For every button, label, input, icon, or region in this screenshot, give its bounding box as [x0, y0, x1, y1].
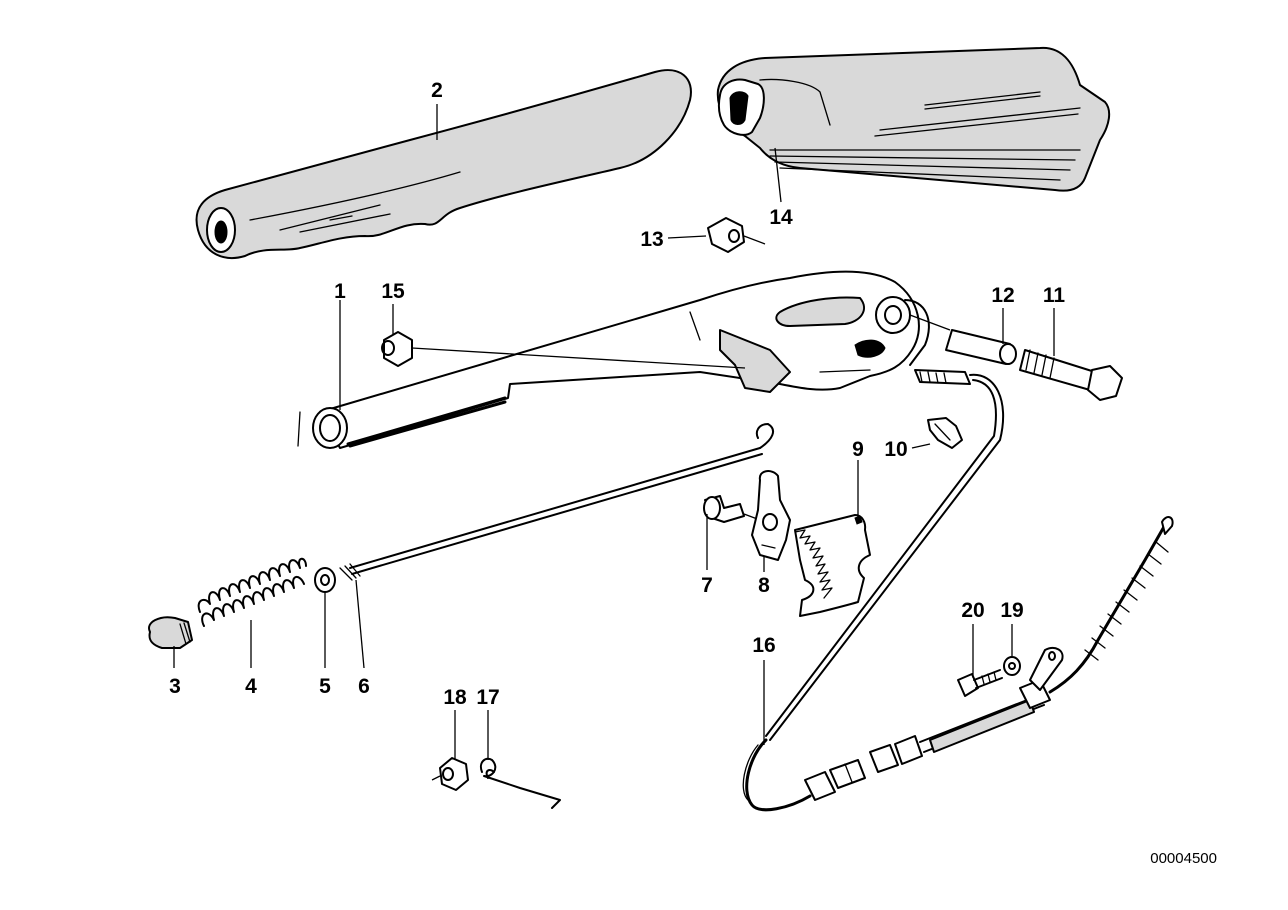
part-6-pull-rod	[339, 423, 775, 581]
diagram-reference-code: 00004500	[1150, 850, 1217, 867]
part-5-washer	[314, 567, 336, 593]
part-label-18: 18	[443, 686, 467, 709]
part-label-20: 20	[961, 599, 984, 622]
part-label-8: 8	[758, 574, 770, 597]
part-10-clip	[927, 417, 963, 449]
part-17-spring-clip	[480, 757, 561, 809]
part-3-cap	[148, 616, 193, 649]
part-number-labels: 1 2 3 4 5 6 7 8 9 10 11 12 13 14 15 16 1…	[169, 79, 1065, 709]
part-label-12: 12	[991, 284, 1014, 307]
part-16-cable	[742, 369, 1174, 812]
part-2-handle-grip	[195, 69, 692, 260]
part-label-4: 4	[245, 675, 257, 698]
part-14-console-cover	[716, 46, 1111, 192]
part-13-nut	[707, 217, 766, 253]
part-11-bolt	[1019, 349, 1123, 401]
part-20-screw	[957, 669, 1003, 697]
leader-lines	[173, 104, 1055, 760]
part-label-1: 1	[334, 280, 346, 303]
part-label-2: 2	[431, 79, 443, 102]
part-label-16: 16	[752, 634, 775, 657]
part-19-washer	[1003, 656, 1021, 676]
part-label-10: 10	[884, 438, 907, 461]
part-4-spring	[197, 557, 307, 627]
part-8-plate	[751, 470, 791, 561]
part-9-ratchet-segment	[794, 514, 871, 617]
part-15-nut	[381, 331, 746, 369]
part-label-17: 17	[476, 686, 499, 709]
part-label-6: 6	[358, 675, 370, 698]
part-18-nut	[431, 757, 469, 791]
part-12-bushing	[909, 314, 1017, 365]
part-label-7: 7	[701, 574, 713, 597]
part-label-13: 13	[640, 228, 663, 251]
part-label-19: 19	[1000, 599, 1023, 622]
part-label-5: 5	[319, 675, 331, 698]
part-label-9: 9	[852, 438, 864, 461]
part-label-15: 15	[381, 280, 405, 303]
part-label-3: 3	[169, 675, 181, 698]
part-7-bolt	[703, 495, 761, 523]
part-label-11: 11	[1043, 284, 1066, 307]
part-label-14: 14	[769, 206, 793, 229]
